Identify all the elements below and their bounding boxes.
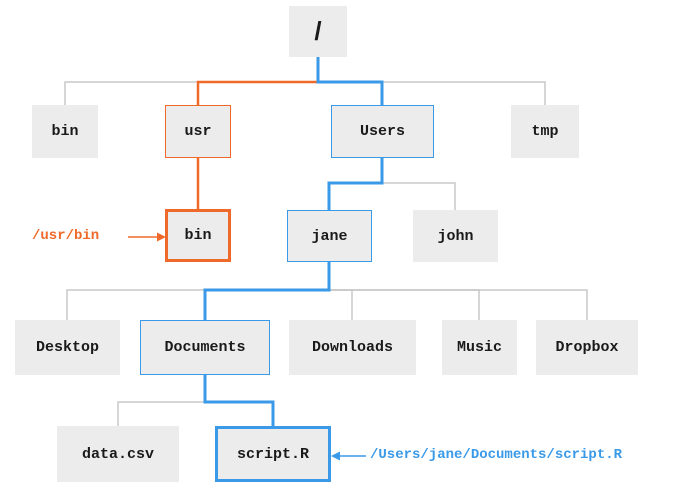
callout-usr-bin-path: /usr/bin bbox=[32, 228, 100, 244]
edge-jane-documents-blue bbox=[203, 262, 331, 320]
edge-root-tmp bbox=[318, 81, 546, 105]
edge-jane-downloads bbox=[329, 289, 353, 320]
edge-jane-desktop bbox=[66, 289, 329, 320]
node-downloads: Downloads bbox=[289, 320, 416, 375]
node-users: Users bbox=[331, 105, 434, 158]
edge-users-jane-blue bbox=[327, 158, 384, 210]
edge-jane-dropbox bbox=[329, 289, 588, 320]
node-desktop: Desktop bbox=[15, 320, 120, 375]
arrow-usr-bin bbox=[128, 232, 166, 242]
node-tmp: tmp bbox=[511, 105, 579, 158]
node-jane: jane bbox=[287, 210, 372, 262]
node-music: Music bbox=[442, 320, 517, 375]
node-usr-bin: bin bbox=[165, 209, 231, 262]
node-dropbox: Dropbox bbox=[536, 320, 638, 375]
node-script-r: script.R bbox=[215, 426, 331, 482]
node-documents: Documents bbox=[140, 320, 270, 375]
edge-users-john bbox=[382, 182, 456, 210]
edge-documents-datacsv bbox=[117, 401, 205, 426]
edge-root-bin bbox=[64, 81, 318, 105]
node-usr: usr bbox=[165, 105, 231, 158]
callout-script-path: /Users/jane/Documents/script.R bbox=[370, 447, 623, 463]
node-root: / bbox=[289, 6, 347, 57]
node-bin: bin bbox=[32, 105, 98, 158]
edge-root-users-blue bbox=[316, 57, 384, 105]
edge-documents-script-blue bbox=[203, 375, 275, 426]
node-john: john bbox=[413, 210, 498, 262]
node-data-csv: data.csv bbox=[57, 426, 179, 482]
edge-root-usr-orange bbox=[196, 80, 318, 105]
arrow-script-r bbox=[331, 451, 366, 461]
